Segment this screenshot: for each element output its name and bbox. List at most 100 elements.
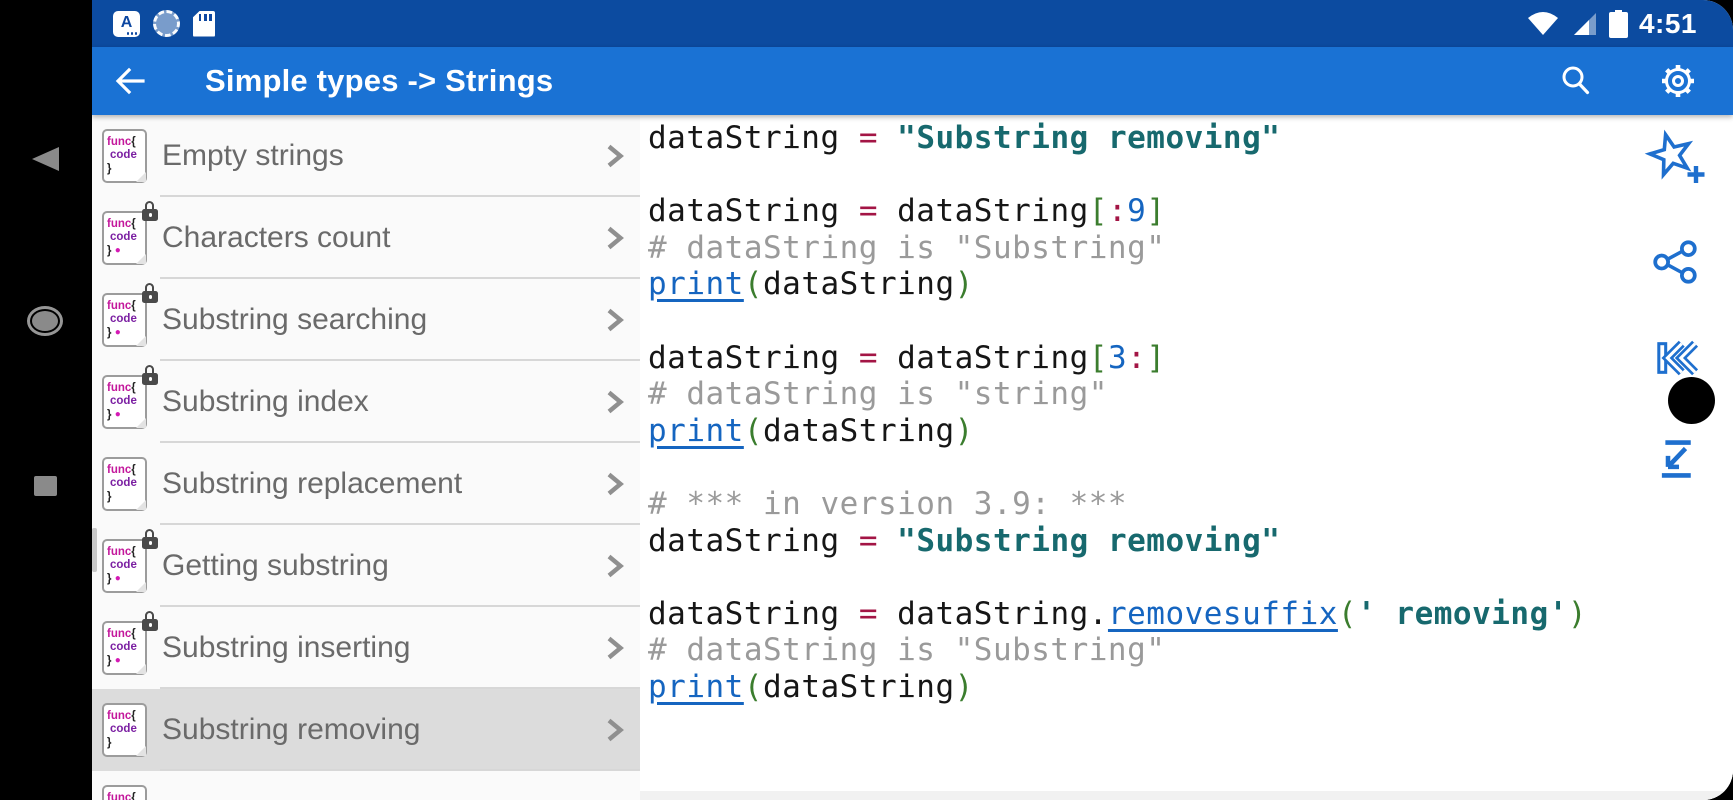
app-surface: A 4:51 (92, 0, 1733, 800)
code-token: dataString. (877, 595, 1108, 632)
code-file-icon: func{ code } ● (102, 611, 158, 675)
share-button[interactable] (1650, 237, 1700, 292)
android-recents-button[interactable] (34, 476, 57, 496)
topic-label: Getting substring (162, 549, 389, 582)
code-line (648, 157, 1733, 194)
notification-icons: A (113, 10, 215, 37)
code-line: print(dataString) (648, 413, 1733, 450)
code-token: ] (1146, 339, 1166, 376)
wifi-icon (1527, 11, 1558, 35)
code-file-icon: func{ code } ● (102, 129, 147, 183)
code-token: "Substring removing" (897, 522, 1281, 559)
code-token: dataString (648, 193, 859, 230)
code-line: # dataString is "string" (648, 376, 1733, 413)
code-token: [ (1088, 339, 1108, 376)
chevron-right-icon (607, 390, 624, 414)
code-panel[interactable]: dataString = "Substring removing" dataSt… (640, 115, 1733, 800)
code-file-icon: func{ code } ● (102, 703, 147, 757)
search-button[interactable] (1556, 61, 1596, 101)
topic-row[interactable]: func{ code } ● Substring index (92, 361, 640, 443)
topic-row[interactable]: func{ code } ● Substring searching (92, 279, 640, 361)
code-token: ] (1146, 193, 1166, 230)
code-line (648, 303, 1733, 340)
add-favorite-button[interactable] (1644, 128, 1708, 197)
android-back-button[interactable] (32, 147, 59, 171)
code-link[interactable]: removesuffix (1107, 595, 1338, 632)
code-token: ( (743, 668, 763, 705)
code-line: dataString = dataString[3:] (648, 340, 1733, 377)
code-file-icon: func{ code } ● (102, 529, 158, 593)
code-line: # dataString is "Substring" (648, 632, 1733, 669)
code-line: # *** in version 3.9: *** (648, 486, 1733, 523)
code-token: ( (743, 412, 763, 449)
topic-row[interactable]: func{ code } ● Substring inserting (92, 607, 640, 689)
code-token: = (858, 339, 878, 376)
page-title: Simple types -> Strings (205, 63, 554, 98)
lock-icon (142, 201, 159, 223)
code-token: ( (743, 266, 763, 303)
topic-row[interactable]: func{ code } ● (92, 771, 640, 800)
code-token: = (858, 522, 878, 559)
chevron-right-icon (607, 472, 624, 496)
topics-list[interactable]: func{ code } ● Empty strings func{ code … (92, 115, 640, 800)
topic-row[interactable]: func{ code } ● Substring removing (92, 689, 640, 771)
code-line: # dataString is "Substring" (648, 230, 1733, 267)
code-token: dataString (648, 522, 859, 559)
settings-button[interactable] (1658, 61, 1698, 101)
code-token: = (858, 595, 878, 632)
collapse-button[interactable] (1654, 438, 1696, 485)
code-line (648, 559, 1733, 596)
code-token: dataString (648, 120, 859, 156)
topic-label: Substring replacement (162, 467, 463, 500)
android-nav-bar (0, 0, 92, 800)
topic-label: Substring searching (162, 303, 428, 336)
code-token: 3 (1107, 339, 1128, 376)
topic-label: Substring removing (162, 713, 421, 746)
code-link[interactable]: print (648, 412, 744, 449)
code-token: # dataString is "Substring" (648, 229, 1166, 266)
code-link[interactable]: print (648, 668, 744, 705)
code-bottom-strip (640, 791, 1733, 800)
code-token: dataString (763, 412, 955, 449)
content-area: func{ code } ● Empty strings func{ code … (92, 115, 1733, 800)
code-token: dataString (763, 668, 955, 705)
overlay-dot-button[interactable] (1668, 377, 1715, 424)
collapse-arrow-icon (1661, 440, 1691, 478)
topic-row[interactable]: func{ code } ● Empty strings (92, 115, 640, 197)
battery-icon (1608, 9, 1628, 38)
topic-row[interactable]: func{ code } ● Getting substring (92, 525, 640, 607)
code-line: dataString = dataString[:9] (648, 193, 1733, 230)
code-token (878, 523, 897, 559)
code-token: ) (954, 668, 974, 705)
chevron-right-icon (607, 636, 624, 660)
settings-gear-icon (1662, 65, 1694, 97)
code-token: # *** in version 3.9: *** (648, 485, 1128, 522)
lock-icon (142, 365, 159, 387)
code-line: print(dataString) (648, 266, 1733, 303)
topic-label: Substring index (162, 385, 369, 418)
lock-icon (142, 611, 159, 633)
skip-to-start-icon (1657, 340, 1699, 376)
code-link[interactable]: print (648, 266, 744, 303)
sidebar-scrollbar[interactable] (92, 528, 97, 572)
chevron-right-icon (607, 554, 624, 578)
code-line: dataString = "Substring removing" (648, 523, 1733, 560)
search-icon (1562, 66, 1590, 95)
code-line: dataString = dataString.removesuffix(' r… (648, 596, 1733, 633)
topic-row[interactable]: func{ code } ● Substring replacement (92, 443, 640, 525)
code-token: dataString (648, 339, 859, 376)
code-token: : (1107, 193, 1128, 230)
star-plus-icon (1644, 129, 1705, 183)
code-token: ( (1337, 595, 1358, 632)
topic-label: Empty strings (162, 139, 344, 172)
code-token: : (1127, 339, 1147, 376)
topic-row[interactable]: func{ code } ● Characters count (92, 197, 640, 279)
back-button[interactable] (110, 61, 150, 101)
home-circle-icon (32, 311, 58, 331)
code-line: print(dataString) (648, 669, 1733, 706)
back-arrow-icon (115, 67, 145, 95)
code-token: 9 (1127, 193, 1147, 230)
code-token: dataString (877, 339, 1089, 376)
go-to-start-button[interactable] (1652, 337, 1700, 384)
android-home-button[interactable] (27, 306, 63, 336)
